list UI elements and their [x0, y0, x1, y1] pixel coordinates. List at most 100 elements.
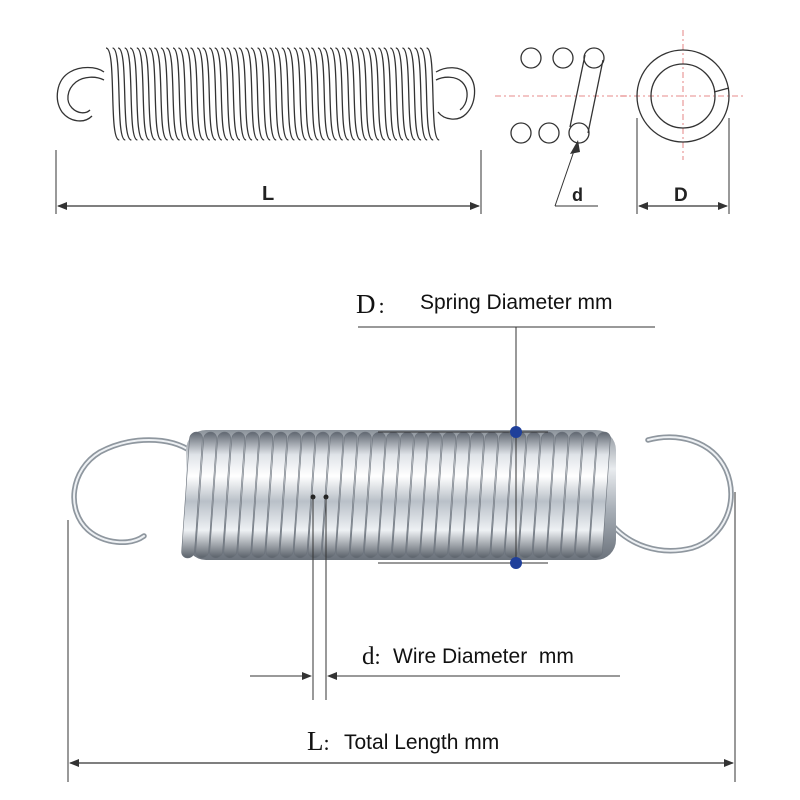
outline-coil [165, 47, 181, 141]
outline-coil-back [341, 47, 356, 141]
outline-coil [250, 47, 265, 141]
wire-diameter-symbol: d [362, 643, 375, 670]
left-hook-outline [56, 66, 105, 122]
outline-coil [141, 47, 157, 141]
outline-coil [177, 47, 193, 141]
outline-coil [334, 47, 350, 141]
outline-coil [226, 47, 241, 141]
wire-section-circle [552, 47, 574, 69]
spring-coil [293, 431, 316, 559]
outline-coil-back [377, 47, 392, 141]
right-hook-outline-inner [435, 76, 468, 111]
spring-coil [350, 431, 372, 559]
spring-coil [251, 431, 274, 559]
outline-coil [274, 47, 289, 141]
spring-coil [195, 431, 217, 559]
total-length-text: Total Length mm [344, 731, 499, 754]
l-symbol: L [262, 183, 274, 205]
outline-coil-back [232, 47, 247, 141]
outline-coil-back [389, 47, 404, 141]
outline-coil-back [148, 47, 163, 141]
outline-coil [189, 47, 205, 141]
outline-coil [105, 47, 120, 141]
outline-coil-back [317, 47, 332, 141]
wire-section-circle [583, 47, 605, 69]
spring-coils [181, 431, 611, 559]
outline-coil [201, 47, 217, 141]
spring-coil [547, 431, 569, 559]
spring-coil [237, 431, 260, 559]
outline-coil-back [305, 47, 320, 141]
wire-section-circle [520, 47, 542, 69]
spring-coil [336, 431, 358, 559]
spring-coil [209, 431, 231, 559]
spring-coil [533, 431, 555, 559]
outline-coil-back [293, 47, 308, 141]
outline-coil [262, 47, 277, 141]
outline-coil-back [329, 47, 344, 141]
wire-section-circle [568, 122, 590, 144]
outline-coil [117, 47, 133, 141]
spring-diameter-symbol: D [356, 289, 376, 319]
outline-coil [322, 47, 338, 141]
outline-coil [358, 47, 374, 141]
left-hook-highlight [73, 439, 193, 544]
top-technical-drawing: L d D [55, 30, 745, 214]
outline-coil [407, 47, 422, 141]
spring-coil [279, 431, 302, 559]
right-hook-outline [435, 67, 476, 120]
outline-coil-back [281, 47, 296, 141]
total-length-separator: : [324, 730, 330, 755]
spring-coil [575, 431, 597, 559]
end-view-wire-gap [713, 87, 730, 93]
outline-coil [214, 47, 229, 141]
outline-coil-back [136, 47, 151, 141]
outline-coil [298, 47, 314, 141]
wire-cross-section-detail [495, 47, 630, 207]
wire-diameter-separator: : [375, 644, 381, 669]
outline-coil [346, 47, 362, 141]
d-arrow-head [570, 140, 580, 154]
spring-photo [71, 430, 734, 560]
outline-coil-back [244, 47, 259, 141]
outline-coils [105, 47, 440, 141]
spring-diameter-top-marker [510, 426, 522, 438]
outline-coil-back [196, 47, 211, 141]
spring-coil [561, 431, 583, 559]
outline-coil-back [413, 47, 428, 141]
spring-diameter-bottom-marker [510, 557, 522, 569]
wire-diameter-text: Wire Diameter mm [393, 645, 574, 668]
outline-coil [370, 47, 386, 141]
spring-end-view [620, 30, 745, 160]
big-d-symbol-top: D [674, 185, 688, 206]
outline-coil-back [208, 47, 223, 141]
total-length-symbol: L [307, 726, 324, 756]
outline-coil-back [184, 47, 199, 141]
outline-coil-back [353, 47, 368, 141]
outline-coil-back [220, 47, 235, 141]
outline-coil-back [124, 47, 139, 141]
spring-outline-drawing [56, 47, 476, 141]
outline-coil [395, 47, 410, 141]
outline-coil [419, 47, 434, 141]
spring-coil [589, 431, 611, 559]
left-hook [71, 437, 195, 545]
spring-coil [181, 431, 203, 559]
spring-diameter-separator: : [379, 293, 385, 318]
total-length-label: L: [307, 726, 330, 756]
outline-coil-back [160, 47, 175, 141]
end-view-inner-circle [650, 63, 716, 129]
outline-coil-back [401, 47, 416, 141]
outline-coil-back [425, 47, 440, 141]
d-symbol-top: d [572, 185, 583, 205]
annotations: D: Spring Diameter mm d: Wire Diameter m… [67, 289, 736, 782]
spring-coil [265, 431, 288, 559]
wire-diameter-label: d: [362, 643, 381, 670]
outline-coil-back [111, 47, 126, 141]
left-hook-outline-inner [67, 76, 105, 114]
right-hook [605, 434, 734, 554]
spring-diameter-label: D: [356, 289, 385, 319]
outline-coil [310, 47, 326, 141]
outline-coil-back [172, 47, 187, 141]
d-leader-line [554, 147, 576, 207]
